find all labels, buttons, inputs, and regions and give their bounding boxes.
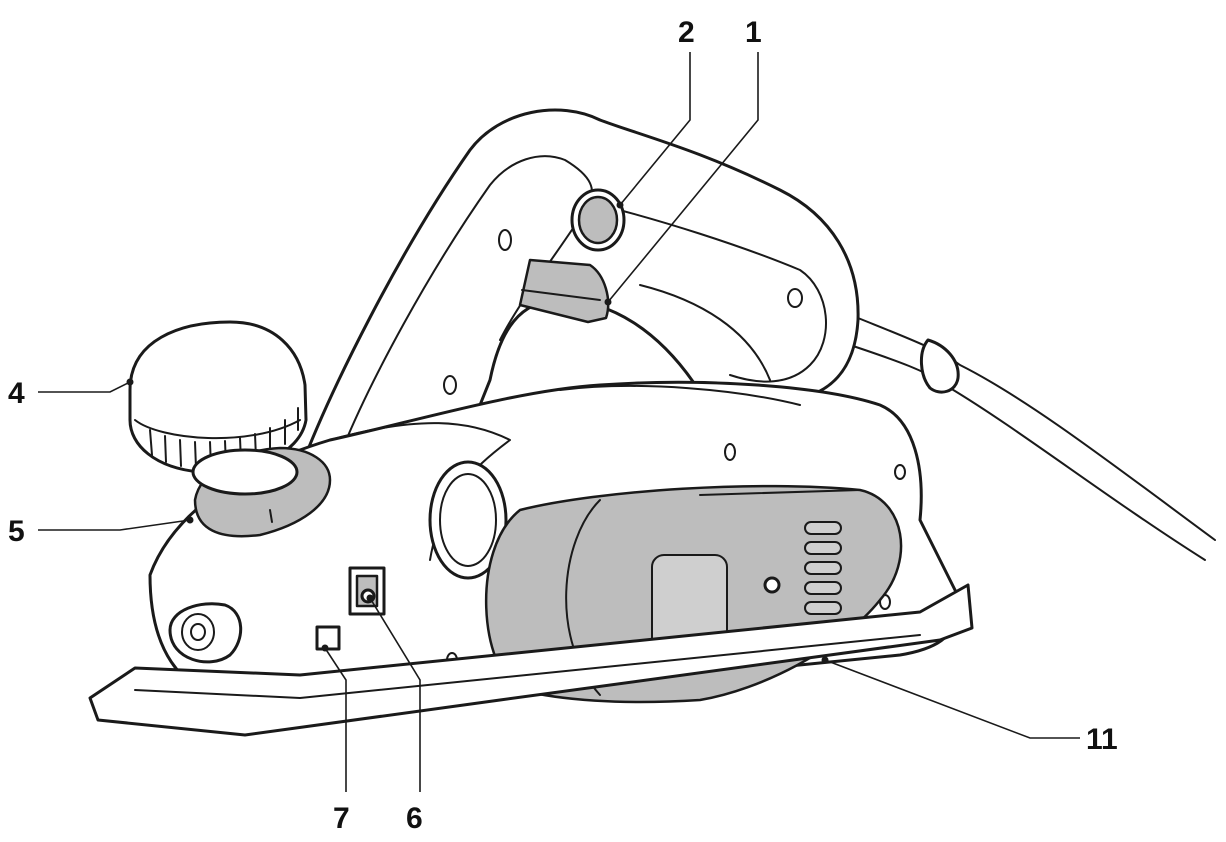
side-porthole — [428, 460, 508, 580]
vent-slots — [804, 521, 842, 615]
callout-7: 7 — [333, 802, 350, 835]
callout-4: 4 — [8, 377, 25, 410]
trigger-switch — [518, 258, 610, 324]
chip-outlet — [168, 602, 243, 664]
depth-scale-collar — [191, 446, 332, 538]
power-cord — [849, 317, 1216, 561]
callout-2: 2 — [678, 16, 695, 49]
base-shoe — [88, 583, 974, 737]
callout-5: 5 — [8, 515, 25, 548]
callout-11: 11 — [1086, 723, 1118, 756]
lock-off-button — [570, 188, 626, 252]
indicator-box — [315, 625, 341, 651]
callout-6: 6 — [406, 802, 423, 835]
parking-foot-switch — [348, 566, 386, 616]
leader-lines — [38, 52, 1080, 792]
callout-1: 1 — [745, 16, 762, 49]
leader-dots — [126, 201, 829, 664]
